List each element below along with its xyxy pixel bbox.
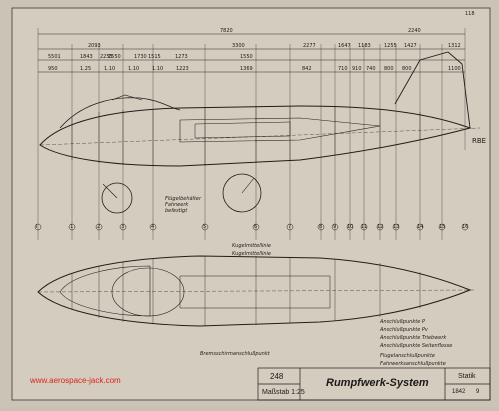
dim-overall-left: 7820: [220, 28, 233, 34]
plan-annotation-2: Kugelmittellinie: [232, 251, 272, 257]
legend-item: Anschlußpunkte Pv: [380, 327, 428, 333]
frame-1: 1: [70, 224, 74, 230]
dim-r2-9: 910: [352, 66, 362, 72]
dim-seg-3: 1273: [175, 54, 188, 60]
frame-13: 13: [393, 224, 400, 230]
dim-small-1: 1843: [80, 54, 93, 60]
dim-seg-2: 1730: [134, 54, 147, 60]
plan-annotation-1: Kugelmittellinie: [232, 243, 272, 249]
title-block-number: 248: [270, 372, 284, 381]
dim-r2-5: 1223: [176, 66, 189, 72]
title-block-sheet: 9: [476, 389, 480, 395]
dim-r2-3: 1.10: [128, 66, 140, 72]
frame-14: 14: [417, 224, 424, 230]
fuselage-side-view: [39, 51, 481, 214]
frame-12: 12: [377, 224, 384, 230]
legend-item: Anschlußpunkte Seitenflosse: [380, 343, 453, 349]
drawing-border: [11, 7, 491, 401]
frame-9: 9: [333, 224, 337, 230]
dim-seg-4: 1550: [240, 54, 253, 60]
dim-r2-2: 1.10: [104, 66, 116, 72]
watermark-link[interactable]: www.aerospace-jack.com: [30, 376, 121, 385]
dim-seg-0: 2093: [88, 43, 101, 49]
frame-I: I: [36, 224, 38, 230]
dim-r2-11: 800: [384, 66, 394, 72]
legend-item: Anschlußpunkte Triebwerk: [380, 335, 447, 341]
dim-seg-9: 1427: [404, 43, 417, 49]
page-number: 118: [465, 11, 475, 17]
dim-r2-4: 1.10: [152, 66, 164, 72]
frame-15: 15: [439, 224, 446, 230]
frame-7: 7: [288, 224, 292, 230]
frame-8: 8: [319, 224, 323, 230]
dim-r2-0: 950: [48, 66, 58, 72]
frame-10: 10: [347, 224, 354, 230]
dim-mid-span: 3300: [232, 43, 245, 49]
frame-4: 4: [151, 224, 155, 230]
dim-small-0: 5501: [48, 54, 61, 60]
dim-r2-13: 1100: [448, 66, 461, 72]
fuel-annotation: Flügelbehälter Fahrwerk befestigt: [165, 196, 202, 214]
dim-r2-1: 1.25: [80, 66, 92, 72]
dim-small-2: 2255: [100, 54, 113, 60]
dim-seg-6: 1647: [338, 43, 351, 49]
frame-3: 3: [121, 224, 125, 230]
legend-bottom-note: Bremsschirmanschlußpunkt: [200, 351, 270, 357]
frame-16: 16: [462, 224, 469, 230]
title-block-scale: Maßstab 1:25: [262, 389, 305, 396]
dim-seg-10: 1312: [448, 43, 461, 49]
title-block: [257, 367, 491, 401]
frame-6: 6: [254, 224, 258, 230]
dim-r2-10: 740: [366, 66, 376, 72]
dim-seg-8: 1255: [384, 43, 397, 49]
title-block-code: 1842: [452, 389, 466, 395]
dim-seg-1: 1550: [108, 54, 121, 60]
legend-item: Fahrwerksanschlußpunkte: [380, 361, 446, 367]
title-block-subtitle: Statik: [458, 373, 476, 380]
frame-2: 2: [97, 224, 101, 230]
title-block-title: Rumpfwerk-System: [326, 377, 429, 389]
rbe-label: RBE: [472, 137, 487, 145]
dim-seg-5: 2277: [303, 43, 316, 49]
dim-r2-12: 800: [402, 66, 412, 72]
dim-r2-8: 710: [338, 66, 348, 72]
dim-r2-6: 1369: [240, 66, 253, 72]
dim-seg-7: 1183: [358, 43, 371, 49]
dim-overall-right: 2240: [408, 28, 421, 34]
dim-r2-7: 842: [302, 66, 312, 72]
legend-item: Anschlußpunkte P: [380, 319, 425, 325]
frame-markers: [34, 223, 469, 231]
frame-11: 11: [361, 224, 368, 230]
dim-small-3: 1515: [148, 54, 161, 60]
frame-5: 5: [203, 224, 207, 230]
fuselage-plan-view: [37, 255, 476, 327]
legend-item: Flugelanschlußpunkte: [380, 353, 435, 359]
